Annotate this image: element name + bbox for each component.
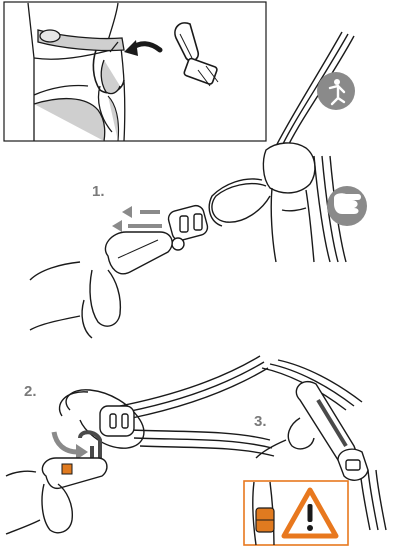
warning-inset (244, 481, 348, 545)
step-2-label: 2. (24, 383, 37, 400)
inset-panel (4, 2, 266, 141)
climber-icon (317, 72, 355, 110)
step2-illustration (6, 356, 274, 534)
step-3-label: 3. (254, 413, 267, 430)
hand-grip-icon (327, 186, 367, 226)
step-1-label: 1. (92, 183, 105, 200)
